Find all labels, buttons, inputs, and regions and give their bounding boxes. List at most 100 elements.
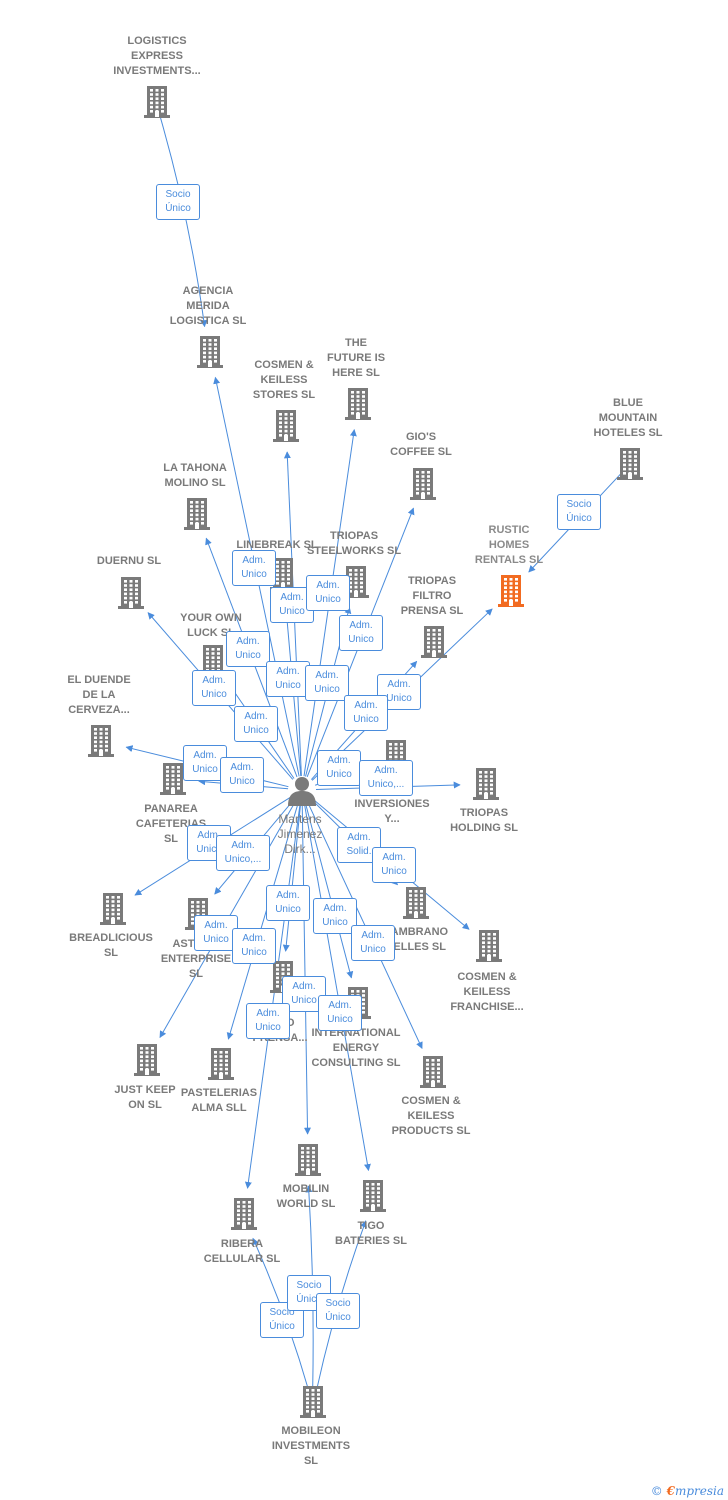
relationship-label[interactable]: Adm. Unico xyxy=(266,885,310,921)
company-node-ribera[interactable]: RIBERA CELLULAR SL xyxy=(182,1237,302,1267)
company-node-yourown[interactable]: YOUR OWN LUCK SL xyxy=(151,611,271,641)
edge-martens-to-pastelerias xyxy=(226,803,299,1040)
relationship-label[interactable]: Adm. Unico xyxy=(234,706,278,742)
edge-martens-to-talo xyxy=(282,803,302,952)
building-icon[interactable] xyxy=(193,334,227,370)
company-label: INVERSIONES Y... xyxy=(354,798,430,825)
company-node-cosmen_stores[interactable]: COSMEN & KEILESS STORES SL xyxy=(224,358,344,403)
company-node-duernu[interactable]: DUERNU SL xyxy=(69,554,189,569)
company-node-duende[interactable]: EL DUENDE DE LA CERVEZA... xyxy=(39,673,159,718)
edge-martens-to-mobilin xyxy=(301,803,311,1135)
building-icon[interactable] xyxy=(296,1384,330,1420)
building-icon[interactable] xyxy=(269,408,303,444)
relationship-label[interactable]: Adm. Unico xyxy=(306,575,350,611)
relationship-label[interactable]: Adm. Unico,... xyxy=(216,835,270,871)
building-icon[interactable] xyxy=(406,466,440,502)
company-node-agencia[interactable]: AGENCIA MERIDA LOGISTICA SL xyxy=(148,284,268,329)
company-node-mobilin[interactable]: MOBILIN WORLD SL xyxy=(246,1182,366,1212)
company-label: DUERNU SL xyxy=(96,555,162,567)
relationship-label[interactable]: Socio Único xyxy=(156,184,200,220)
company-label: COSMEN & KEILESS FRANCHISE... xyxy=(450,971,524,1013)
relationship-label[interactable]: Adm. Unico xyxy=(220,757,264,793)
relationship-label[interactable]: Adm. Unico xyxy=(226,631,270,667)
building-icon[interactable] xyxy=(156,761,190,797)
company-label: RUSTIC HOMES RENTALS SL xyxy=(474,524,544,566)
relationship-label[interactable]: Adm. Unico xyxy=(377,674,421,710)
center-person-label: Martens Jimenez Dirk... xyxy=(277,812,323,856)
company-node-zambrano[interactable]: ZAMBRANO PELLES SL xyxy=(356,925,476,955)
company-label: THE FUTURE IS HERE SL xyxy=(326,337,386,379)
company-node-blue[interactable]: BLUE MOUNTAIN HOTELES SL xyxy=(568,396,688,441)
relationship-label[interactable]: Adm. Unico xyxy=(232,550,276,586)
building-icon[interactable] xyxy=(227,1196,261,1232)
relationship-label[interactable]: Adm. Unico xyxy=(313,898,357,934)
company-node-tahona[interactable]: LA TAHONA MOLINO SL xyxy=(135,461,255,491)
relationship-label[interactable]: Adm. Unico xyxy=(317,750,361,786)
company-label: GIO'S COFFEE SL xyxy=(390,431,452,458)
copyright-mark: © €mpresia xyxy=(650,1484,724,1498)
company-node-future[interactable]: THE FUTURE IS HERE SL xyxy=(296,336,416,381)
company-node-linebreak[interactable]: LINEBREAK SL xyxy=(217,538,337,553)
company-node-triopas_steel[interactable]: TRIOPAS STEELWORKS SL xyxy=(294,529,414,559)
relationship-label[interactable]: Adm. Unico,... xyxy=(359,760,413,796)
relationship-label[interactable]: Adm. Unico xyxy=(344,695,388,731)
relationship-label[interactable]: Adm. Unico xyxy=(246,1003,290,1039)
company-node-inversiones[interactable]: INVERSIONES Y... xyxy=(332,797,452,827)
building-icon[interactable] xyxy=(96,891,130,927)
building-icon[interactable] xyxy=(180,496,214,532)
company-label: TRIOPAS STEELWORKS SL xyxy=(306,530,402,557)
relationship-label[interactable]: Adm. Unico xyxy=(351,925,395,961)
building-icon[interactable] xyxy=(114,575,148,611)
company-label: BLUE MOUNTAIN HOTELES SL xyxy=(593,397,663,439)
building-icon[interactable] xyxy=(613,446,647,482)
company-node-triopas_holding[interactable]: TRIOPAS HOLDING SL xyxy=(424,806,544,836)
company-label: TRIOPAS FILTRO PRENSA SL xyxy=(400,575,464,617)
company-node-tigo[interactable]: TIGO BATERIES SL xyxy=(311,1219,431,1249)
relationship-label[interactable]: Adm. Unico xyxy=(372,847,416,883)
building-icon[interactable] xyxy=(291,1142,325,1178)
building-icon[interactable] xyxy=(416,1054,450,1090)
relationship-label[interactable]: Adm. Unico xyxy=(305,665,349,701)
company-label: MOBILIN WORLD SL xyxy=(276,1183,336,1210)
building-icon[interactable] xyxy=(469,766,503,802)
center-person-node[interactable]: Martens Jimenez Dirk... xyxy=(240,812,360,857)
company-node-mobileon[interactable]: MOBILEON INVESTMENTS SL xyxy=(251,1424,371,1469)
company-label: MOBILEON INVESTMENTS SL xyxy=(271,1425,351,1467)
company-node-cosmen_franchise[interactable]: COSMEN & KEILESS FRANCHISE... xyxy=(427,970,547,1015)
company-node-gios[interactable]: GIO'S COFFEE SL xyxy=(361,430,481,460)
company-node-international[interactable]: INTERNATIONAL ENERGY CONSULTING SL xyxy=(296,1026,416,1071)
company-node-pastelerias[interactable]: PASTELERIAS ALMA SLL xyxy=(159,1086,279,1116)
building-icon[interactable] xyxy=(341,386,375,422)
relationship-label[interactable]: Adm. Unico xyxy=(339,615,383,651)
building-icon[interactable] xyxy=(417,624,451,660)
company-label: RIBERA CELLULAR SL xyxy=(203,1238,281,1265)
building-icon[interactable] xyxy=(204,1046,238,1082)
company-node-triopas_filtro[interactable]: TRIOPAS FILTRO PRENSA SL xyxy=(372,574,492,619)
building-icon[interactable] xyxy=(356,1178,390,1214)
company-node-cosmen_products[interactable]: COSMEN & KEILESS PRODUCTS SL xyxy=(371,1094,491,1139)
company-node-rustic[interactable]: RUSTIC HOMES RENTALS SL xyxy=(449,523,569,568)
building-icon[interactable] xyxy=(339,564,373,600)
relationship-label[interactable]: Adm. Unico xyxy=(232,928,276,964)
relationship-label[interactable]: Adm. Unico xyxy=(192,670,236,706)
building-icon[interactable] xyxy=(140,84,174,120)
building-icon[interactable] xyxy=(472,928,506,964)
company-node-logistics[interactable]: LOGISTICS EXPRESS INVESTMENTS... xyxy=(97,34,217,79)
building-icon[interactable] xyxy=(494,573,528,609)
company-label: AGENCIA MERIDA LOGISTICA SL xyxy=(169,285,247,327)
building-icon[interactable] xyxy=(399,885,433,921)
relationship-label[interactable]: Socio Único xyxy=(316,1293,360,1329)
company-label: TRIOPAS HOLDING SL xyxy=(450,807,518,834)
relationship-label[interactable]: Adm. Unico xyxy=(318,995,362,1031)
edge-logistics-to-agencia xyxy=(159,115,208,328)
relationship-label[interactable]: Adm. Unico xyxy=(266,661,310,697)
edge-martens-to-ribera xyxy=(244,803,301,1189)
company-node-breadlicious[interactable]: BREADLICIOUS SL xyxy=(51,931,171,961)
person-icon[interactable] xyxy=(286,774,318,806)
building-icon[interactable] xyxy=(84,723,118,759)
company-node-justkeep[interactable]: JUST KEEP ON SL xyxy=(85,1083,205,1113)
building-icon[interactable] xyxy=(130,1042,164,1078)
company-label: JUST KEEP ON SL xyxy=(114,1084,176,1111)
relationship-label[interactable]: Socio Único xyxy=(557,494,601,530)
